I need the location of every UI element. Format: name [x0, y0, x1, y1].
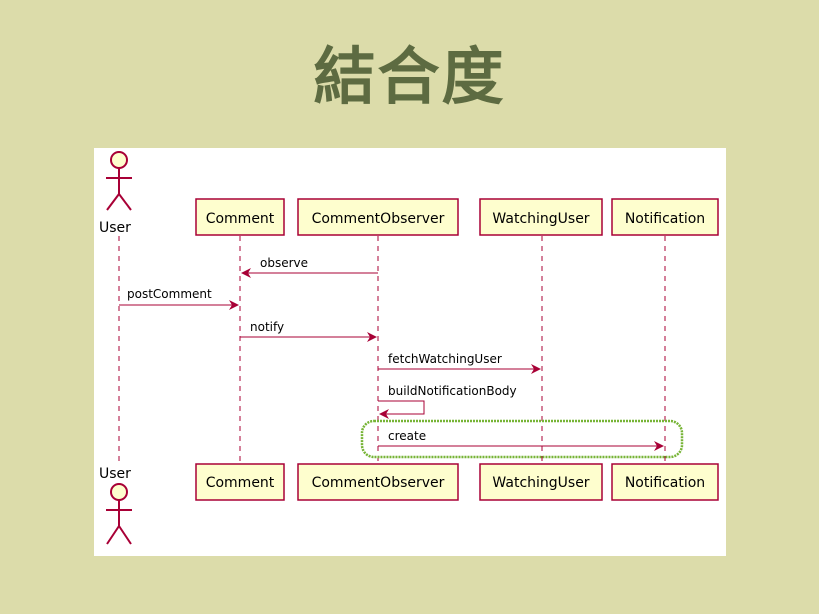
slide-title: 結合度	[313, 40, 506, 113]
svg-text:Comment: Comment	[206, 211, 275, 227]
message-label-create: create	[388, 429, 426, 443]
participant-box-watchinguser-bottom: WatchingUser	[479, 463, 603, 501]
message-label-observe: observe	[260, 256, 308, 270]
actor-label-top: User	[99, 220, 131, 236]
svg-text:WatchingUser: WatchingUser	[492, 475, 589, 491]
svg-text:WatchingUser: WatchingUser	[492, 211, 589, 227]
participant-box-commentobserver-bottom: CommentObserver	[297, 463, 459, 501]
svg-text:CommentObserver: CommentObserver	[312, 211, 445, 227]
svg-text:Notification: Notification	[625, 475, 705, 491]
participant-box-notification-bottom: Notification	[611, 463, 719, 501]
participant-box-commentobserver-top: CommentObserver	[297, 198, 459, 236]
participant-box-watchinguser-top: WatchingUser	[479, 198, 603, 236]
message-arrow-buildnotificationbody	[378, 400, 425, 419]
sequence-diagram: User Comment CommentObserver WatchingUse…	[94, 148, 726, 556]
participant-box-comment-top: Comment	[195, 198, 285, 236]
participant-box-comment-bottom: Comment	[195, 463, 285, 501]
actor-icon-top	[106, 151, 132, 211]
actor-label-bottom: User	[99, 466, 131, 482]
svg-text:Comment: Comment	[206, 475, 275, 491]
sequence-diagram-canvas: User Comment CommentObserver WatchingUse…	[99, 151, 719, 545]
actor-icon-bottom	[106, 483, 132, 545]
message-label-buildnotificationbody: buildNotificationBody	[388, 384, 517, 398]
svg-text:Notification: Notification	[625, 211, 705, 227]
message-label-postcomment: postComment	[127, 287, 212, 301]
svg-text:CommentObserver: CommentObserver	[312, 475, 445, 491]
message-label-fetchwatchinguser: fetchWatchingUser	[388, 352, 502, 366]
message-label-notify: notify	[250, 320, 284, 334]
highlight-box-create	[360, 419, 684, 459]
participant-box-notification-top: Notification	[611, 198, 719, 236]
